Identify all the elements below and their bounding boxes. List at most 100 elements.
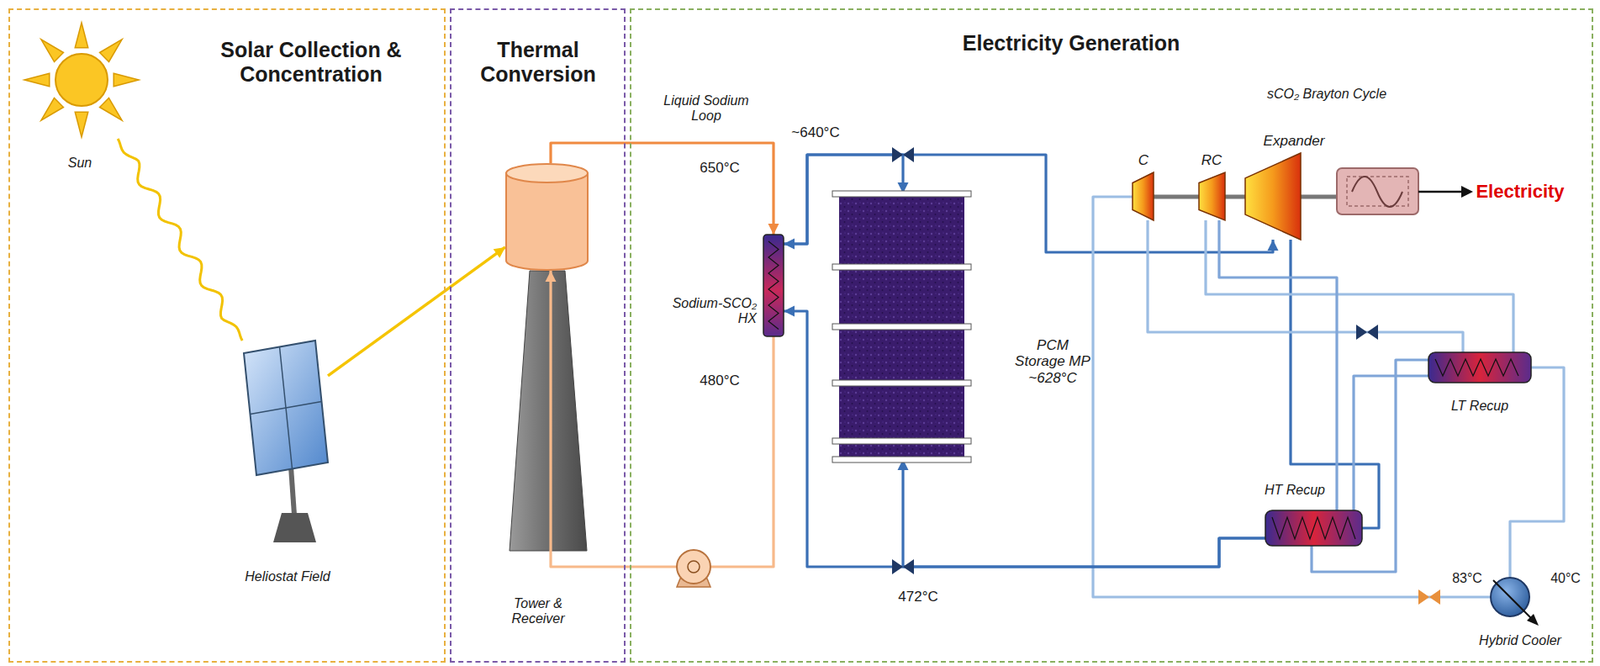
solar-receiver: Tower & Receiver bbox=[505, 163, 589, 271]
heliostat-stand bbox=[273, 466, 317, 543]
temperature-label: 480°C bbox=[690, 372, 750, 390]
connector-group bbox=[545, 270, 775, 567]
temperature-label: 472°C bbox=[888, 588, 948, 606]
connector-group bbox=[1205, 220, 1514, 353]
hybrid-cooler-shape bbox=[1489, 576, 1531, 618]
turbine-expander-shape bbox=[1245, 153, 1301, 240]
connector-group bbox=[1510, 367, 1564, 577]
pipe-connector bbox=[1353, 375, 1429, 511]
pipe-connector bbox=[902, 459, 1266, 567]
pcm-storage-tank: PCM Storage MP ~628°C bbox=[839, 193, 965, 460]
connector-group bbox=[327, 247, 506, 376]
sun-icon-shape bbox=[22, 21, 141, 139]
sun-ray bbox=[74, 22, 88, 48]
section-heading: Solar Collection & Concentration bbox=[205, 37, 417, 87]
sun-ray bbox=[41, 98, 64, 122]
pipe-connector bbox=[1205, 220, 1514, 353]
tray-plate bbox=[832, 190, 972, 197]
valve bbox=[1356, 324, 1379, 340]
arrowhead bbox=[493, 247, 506, 259]
component-label: Sodium-SCO₂ HX bbox=[664, 295, 757, 328]
receiver-body bbox=[506, 173, 588, 270]
pipe-connector bbox=[117, 138, 243, 341]
solar-receiver-shape bbox=[505, 163, 589, 271]
region-panel: Tower & Receiver Thermal Conversion bbox=[449, 8, 626, 663]
pipe-connector bbox=[550, 270, 774, 567]
pipe-connector bbox=[1219, 220, 1337, 511]
cooler-arrow bbox=[1526, 613, 1539, 626]
tray-plate bbox=[832, 380, 972, 386]
tray-plate bbox=[832, 456, 972, 463]
recuperator: LT Recup bbox=[1428, 352, 1532, 383]
component-label: C bbox=[1130, 152, 1157, 169]
recompressor: RC bbox=[1198, 172, 1226, 221]
mirror-seam bbox=[250, 401, 323, 415]
recup-body bbox=[1428, 352, 1532, 383]
receiver-top bbox=[506, 163, 588, 183]
valve bbox=[892, 147, 914, 163]
connector-group bbox=[117, 138, 243, 341]
sun-icon: Sun bbox=[22, 21, 141, 139]
section-heading: Electricity Generation bbox=[902, 31, 1240, 56]
component-label: Expander bbox=[1251, 132, 1336, 150]
region-panel: Sodium-SCO₂ HX PCM Storage MP ~628°C C RC Ex… bbox=[629, 8, 1594, 663]
tray-plate bbox=[832, 264, 972, 270]
component-label: RC bbox=[1194, 152, 1229, 169]
loop-label: Liquid Sodium Loop bbox=[655, 93, 757, 125]
arrowhead bbox=[783, 306, 795, 317]
valve bbox=[892, 559, 914, 575]
pcm-storage-tank-shape bbox=[839, 193, 965, 460]
sun-ray bbox=[100, 39, 123, 63]
temperature-label: 650°C bbox=[690, 159, 750, 177]
connector-group bbox=[1093, 196, 1490, 597]
temperature-label: 40°C bbox=[1544, 570, 1587, 587]
pipe-connector bbox=[327, 247, 506, 376]
region-panel: SunHeliostat Field Solar Collection & Con… bbox=[8, 8, 446, 663]
hx-body bbox=[763, 234, 784, 337]
component-label: LT Recup bbox=[1437, 398, 1522, 414]
hx-zigzag bbox=[768, 241, 779, 330]
compressor-shape bbox=[1132, 172, 1154, 221]
temperature-label: 83°C bbox=[1446, 570, 1489, 587]
generator bbox=[1336, 168, 1419, 215]
sun-ray bbox=[41, 39, 64, 63]
pump bbox=[676, 549, 711, 587]
component-label: Heliostat Field bbox=[220, 569, 355, 585]
connector-group bbox=[1147, 220, 1463, 353]
heliostat: Heliostat Field bbox=[239, 340, 328, 476]
pipe-connector bbox=[1510, 367, 1564, 577]
recuperator: HT Recup bbox=[1265, 510, 1363, 546]
turbine-expander: Expander bbox=[1245, 153, 1301, 240]
sun-ray bbox=[74, 111, 88, 138]
component-label: HT Recup bbox=[1256, 482, 1333, 498]
sun-disc bbox=[55, 53, 108, 106]
tray-plate bbox=[832, 323, 972, 330]
tray-plate bbox=[832, 438, 972, 444]
connector-group bbox=[1219, 220, 1337, 511]
compressor: C bbox=[1132, 172, 1154, 221]
heat-exchanger-shape bbox=[763, 234, 784, 337]
recompressor-shape bbox=[1198, 172, 1226, 221]
connector-group bbox=[1353, 375, 1429, 511]
arrowhead bbox=[1267, 239, 1279, 251]
section-heading: Thermal Conversion bbox=[462, 37, 614, 87]
sun-ray bbox=[100, 98, 123, 122]
pipe-connector bbox=[1147, 220, 1463, 353]
cooler-arrow bbox=[1493, 580, 1532, 619]
heat-exchanger: Sodium-SCO₂ HX bbox=[763, 234, 784, 337]
connector-group bbox=[897, 459, 1267, 567]
temperature-label: ~640°C bbox=[781, 124, 850, 142]
recup-body bbox=[1265, 510, 1363, 546]
hybrid-cooler: Hybrid Cooler bbox=[1489, 576, 1531, 618]
recompressor-body bbox=[1198, 172, 1226, 221]
component-label: Sun bbox=[54, 155, 106, 171]
pipe-connector bbox=[1093, 196, 1490, 597]
component-label: PCM Storage MP ~628°C bbox=[1010, 337, 1095, 387]
heliostat-shape bbox=[239, 340, 328, 476]
recuperator-shape bbox=[1265, 510, 1363, 546]
component-label: Tower & Receiver bbox=[496, 596, 581, 628]
sun-ray bbox=[24, 73, 50, 86]
arrowhead bbox=[545, 270, 557, 282]
cycle-title: sCO₂ Brayton Cycle bbox=[1242, 86, 1411, 102]
mirror bbox=[243, 340, 328, 476]
